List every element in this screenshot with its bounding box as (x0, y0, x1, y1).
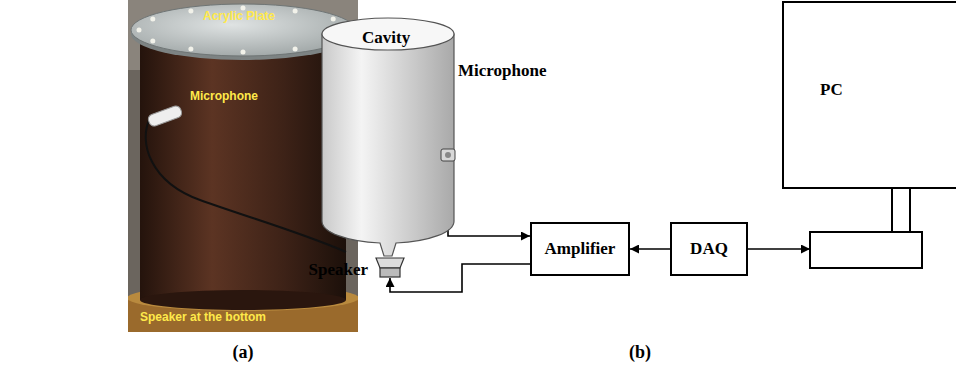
subfigure-label: (a) (233, 342, 254, 363)
microphone-sensor: Microphone (441, 147, 455, 163)
node-label: PC (820, 80, 843, 100)
pc-monitor: PC (782, 0, 956, 290)
subfigure-label: (b) (629, 342, 651, 363)
node-label: Speaker (309, 260, 369, 280)
signal-wire (630, 248, 670, 250)
node-label: Amplifier (545, 239, 616, 259)
microphone-sensor-outline (441, 147, 455, 163)
node-label: Microphone (458, 61, 546, 81)
pc-monitor-outline (782, 0, 956, 290)
cavity-cylinder-outline (320, 16, 456, 256)
amplifier-box: Amplifier (530, 222, 630, 276)
signal-wire (390, 264, 530, 292)
speaker-unit: Speaker (376, 258, 404, 278)
photo-label: Speaker at the bottom (140, 311, 266, 325)
signal-wire (448, 163, 530, 236)
node-label: Cavity (362, 28, 410, 48)
daq-box: DAQ (670, 222, 748, 276)
photo-label: Acrylic Plate (203, 10, 275, 24)
cavity-cylinder: Cavity (320, 16, 456, 256)
photo-label: Microphone (190, 90, 258, 104)
speaker-unit-outline (376, 258, 404, 278)
signal-wire (748, 248, 810, 250)
node-label: DAQ (690, 239, 728, 259)
